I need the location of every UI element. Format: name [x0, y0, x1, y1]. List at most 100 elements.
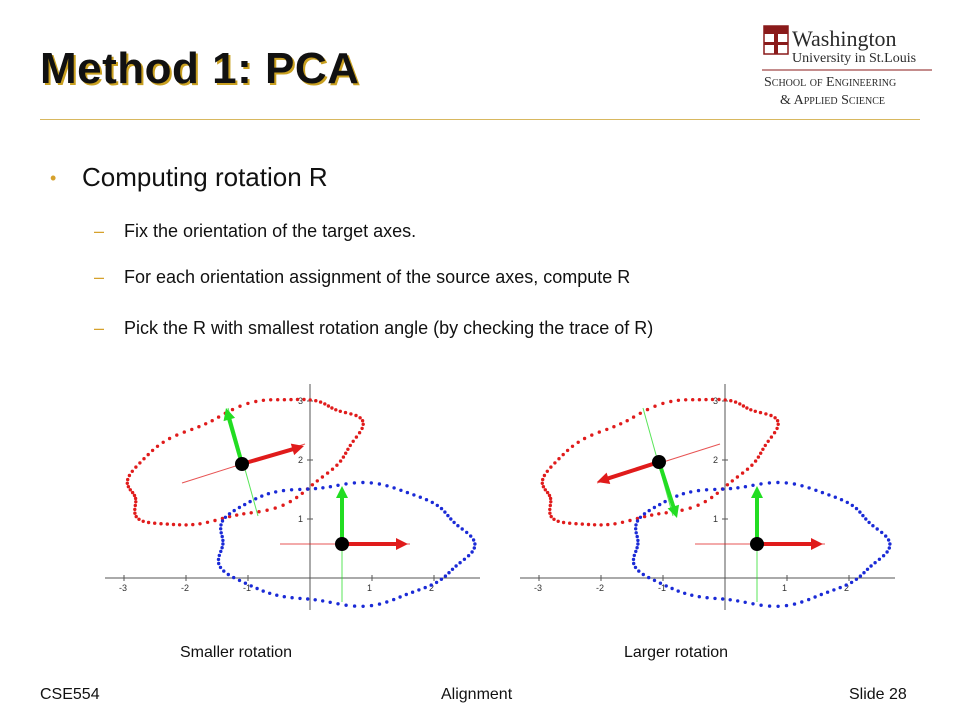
source-point [146, 452, 150, 457]
source-point [717, 397, 721, 402]
target-point [728, 486, 733, 491]
source-point [730, 479, 734, 483]
source-point [134, 465, 138, 469]
target-point [466, 554, 471, 558]
source-point [650, 513, 654, 517]
target-point [352, 604, 357, 608]
caption-larger-rotation: Larger rotation [624, 644, 729, 661]
target-point [275, 593, 279, 597]
source-point [729, 399, 733, 403]
source-point [300, 491, 304, 495]
source-point [216, 415, 221, 419]
source-point [182, 430, 186, 434]
source-point [540, 481, 544, 485]
source-point [590, 433, 594, 437]
source-point [703, 499, 707, 504]
source-point [733, 400, 738, 404]
target-point [736, 599, 740, 603]
source-point [133, 511, 137, 515]
source-point [210, 419, 214, 423]
target-point [470, 550, 474, 554]
source-point [543, 488, 547, 492]
target-point [880, 530, 884, 535]
target-point [670, 586, 674, 591]
source-point [574, 522, 578, 526]
target-point [385, 600, 389, 604]
source-point [137, 517, 141, 521]
x-tick-label: 1 [367, 583, 372, 593]
target-point [862, 571, 866, 575]
source-point [326, 404, 331, 408]
target-point [845, 500, 849, 505]
title-divider [40, 119, 920, 120]
x-tick-label: -2 [596, 583, 604, 593]
source-point [125, 481, 129, 485]
target-point [833, 495, 837, 499]
target-primary-axis-arrow [340, 538, 408, 550]
y-tick-label: 3 [713, 396, 718, 406]
target-point [636, 538, 640, 543]
target-point [217, 553, 221, 558]
dash-icon: – [94, 267, 105, 287]
source-point [281, 503, 285, 507]
target-point [220, 534, 224, 539]
target-point [632, 561, 636, 566]
target-point [858, 510, 862, 514]
target-point [637, 569, 641, 573]
source-points [125, 397, 365, 527]
source-point [715, 491, 719, 495]
source-point [766, 439, 770, 443]
source-point [613, 522, 617, 526]
source-point [557, 457, 561, 461]
target-point [641, 572, 645, 577]
source-point [691, 398, 695, 402]
y-tick-label: 1 [713, 514, 718, 524]
target-point [290, 596, 294, 600]
target-point [289, 488, 294, 492]
target-point [658, 581, 663, 585]
source-point [138, 461, 142, 465]
source-point [204, 422, 208, 426]
target-point [869, 564, 873, 568]
dash-icon: – [94, 221, 105, 241]
source-point [710, 397, 715, 402]
source-primary-axis-arrow [240, 443, 304, 466]
target-point [219, 549, 223, 554]
source-point [254, 399, 258, 404]
source-point [586, 522, 591, 527]
source-point [343, 410, 348, 415]
source-point [541, 485, 546, 489]
target-point [638, 515, 643, 519]
source-point [165, 522, 169, 526]
target-point [663, 499, 667, 504]
target-point [404, 592, 408, 597]
y-tick-label: 2 [298, 455, 303, 465]
footer-slide-number: Slide 28 [849, 686, 907, 703]
source-point [197, 425, 201, 429]
target-point [751, 483, 755, 487]
source-point [338, 459, 343, 463]
target-point [462, 557, 467, 561]
target-point [854, 577, 859, 581]
target-point [465, 530, 469, 535]
source-point [625, 419, 629, 423]
source-point [769, 413, 773, 418]
target-point [446, 513, 450, 518]
target-point [254, 497, 258, 501]
bullet-text: Computing rotation R [82, 162, 328, 192]
source-point [334, 408, 338, 412]
target-point [647, 508, 651, 513]
source-point [175, 433, 179, 437]
target-points [631, 480, 892, 608]
target-point [282, 595, 286, 599]
target-point [871, 524, 875, 528]
source-point [354, 435, 359, 439]
bullet-dot-icon: • [50, 168, 57, 188]
source-point [346, 447, 350, 451]
source-point [738, 402, 742, 406]
source-point [582, 436, 587, 441]
source-point [676, 398, 681, 402]
target-point [867, 520, 871, 525]
source-point [775, 426, 779, 431]
target-point [743, 485, 748, 489]
